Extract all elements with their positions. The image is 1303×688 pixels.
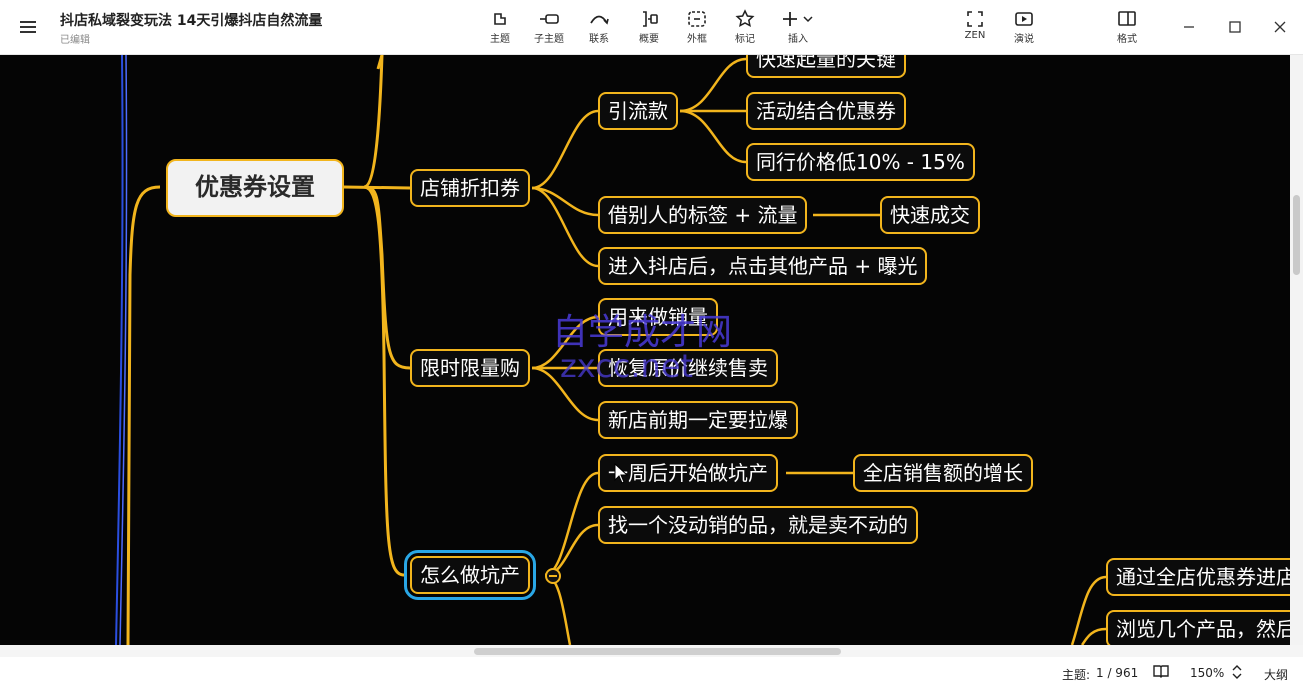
book-icon[interactable]: [1152, 663, 1170, 682]
relationship-icon: [590, 15, 609, 25]
horizontal-scrollbar[interactable]: [0, 645, 1303, 657]
branch-store-discount[interactable]: 店铺折扣券: [410, 169, 530, 207]
insert-button[interactable]: 插入: [773, 6, 823, 50]
marker-icon: [735, 9, 755, 28]
summary-icon: [643, 11, 658, 27]
central-topic[interactable]: 优惠券设置: [166, 159, 344, 217]
format-icon: [1118, 11, 1136, 26]
topic-count-label: 主题:: [1062, 668, 1091, 682]
menu-icon[interactable]: [16, 15, 40, 39]
branch-limited-sale[interactable]: 限时限量购: [410, 349, 530, 387]
insert-label: 插入: [788, 34, 808, 45]
summary-label: 概要: [639, 34, 659, 45]
close-icon[interactable]: [1267, 14, 1293, 40]
zen-label: ZEN: [964, 30, 986, 41]
boundary-label: 外框: [687, 34, 707, 45]
topic-new-store[interactable]: 新店前期一定要拉爆: [598, 401, 798, 439]
topic-unsold-product[interactable]: 找一个没动销的品，就是卖不动的: [598, 506, 918, 544]
present-icon: [1015, 12, 1033, 26]
topic-restore-price[interactable]: 恢复原价继续售卖: [598, 349, 778, 387]
format-button[interactable]: 格式: [1102, 6, 1152, 50]
topic-count-value: 1 / 961: [1096, 666, 1139, 680]
status-bar: 主题: 1 / 961 150% 大纲: [0, 657, 1303, 688]
horizontal-scroll-thumb[interactable]: [474, 648, 841, 655]
maximize-icon[interactable]: [1222, 14, 1248, 40]
present-label: 演说: [1014, 34, 1034, 45]
insert-icon: [783, 12, 813, 26]
zen-button[interactable]: ZEN: [950, 6, 1000, 50]
toolbar: 抖店私域裂变玩法 14天引爆抖店自然流量 已编辑 主题 子主题 联系 概要 外框…: [0, 0, 1303, 55]
collapse-toggle[interactable]: [545, 568, 561, 584]
document-title: 抖店私域裂变玩法 14天引爆抖店自然流量: [60, 13, 323, 29]
present-button[interactable]: 演说: [999, 6, 1049, 50]
topic-borrow-tags[interactable]: 借别人的标签 + 流量: [598, 196, 808, 234]
mouse-cursor-icon: [614, 463, 629, 484]
topic-activity-coupon[interactable]: 活动结合优惠券: [746, 92, 906, 130]
outline-button[interactable]: 大纲: [1264, 668, 1289, 682]
topic-fast-volume[interactable]: 快速起量的关键: [746, 55, 906, 78]
topic-traffic-product[interactable]: 引流款: [598, 92, 678, 130]
topic-fast-deal[interactable]: 快速成交: [880, 196, 980, 234]
connector-lines: [115, 55, 1107, 645]
subtopic-button[interactable]: 子主题: [524, 6, 574, 50]
topic-icon: [494, 13, 506, 25]
topic-one-week[interactable]: 一周后开始做坑产: [598, 454, 778, 492]
format-label: 格式: [1117, 34, 1137, 45]
relationship-button[interactable]: 联系: [574, 6, 624, 50]
zen-icon: [967, 11, 983, 27]
zoom-level: 150%: [1190, 666, 1225, 680]
zoom-stepper-icon[interactable]: [1230, 663, 1244, 684]
boundary-button[interactable]: 外框: [672, 6, 722, 50]
vertical-scroll-thumb[interactable]: [1293, 195, 1300, 275]
mindmap-canvas[interactable]: 优惠券设置 店铺折扣券 引流款 快速起量的关键 活动结合优惠券 同行价格低10%…: [0, 55, 1290, 645]
vertical-scrollbar[interactable]: [1290, 55, 1303, 645]
relationship-label: 联系: [589, 34, 609, 45]
document-status: 已编辑: [60, 35, 90, 46]
marker-label: 标记: [735, 34, 755, 45]
topic-browse-products[interactable]: 浏览几个产品，然后: [1106, 610, 1290, 645]
topic-for-sales[interactable]: 用来做销量: [598, 298, 718, 336]
topic-coupon-entry[interactable]: 通过全店优惠券进店: [1106, 558, 1290, 596]
marker-button[interactable]: 标记: [720, 6, 770, 50]
topic-sales-growth[interactable]: 全店销售额的增长: [853, 454, 1033, 492]
topic-lower-price[interactable]: 同行价格低10% - 15%: [746, 143, 975, 181]
subtopic-icon: [540, 14, 559, 24]
topic-enter-store[interactable]: 进入抖店后，点击其他产品 + 曝光: [598, 247, 928, 285]
boundary-icon: [688, 11, 706, 27]
subtopic-label: 子主题: [534, 34, 564, 45]
topic-button[interactable]: 主题: [475, 6, 525, 50]
summary-button[interactable]: 概要: [624, 6, 674, 50]
branch-make-revenue[interactable]: 怎么做坑产: [404, 550, 536, 600]
topic-label: 主题: [490, 34, 510, 45]
minimize-icon[interactable]: [1176, 14, 1202, 40]
